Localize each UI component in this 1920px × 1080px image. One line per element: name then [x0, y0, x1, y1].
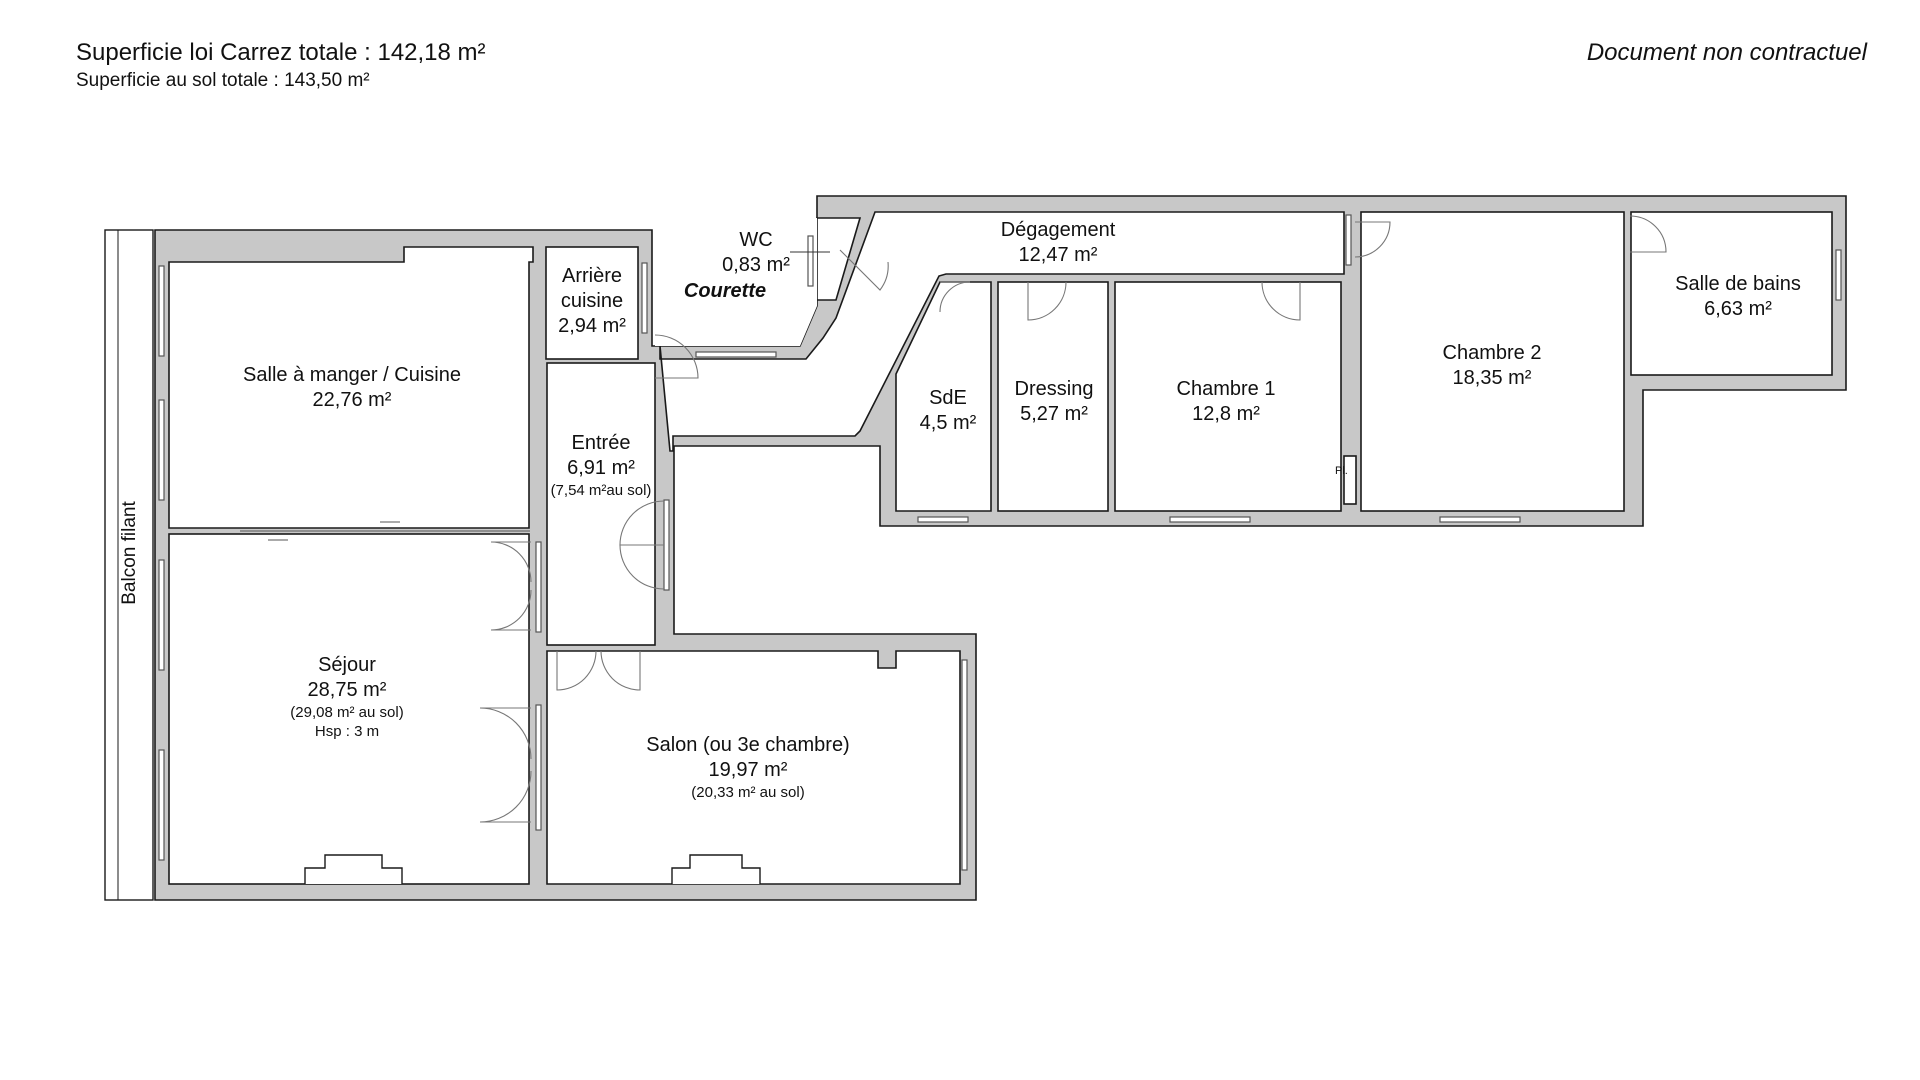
- disclaimer: Document non contractuel: [1586, 39, 1867, 66]
- room-chambre-2: [1360, 211, 1625, 512]
- label-salon: Salon (ou 3e chambre) 19,97 m² (20,33 m²…: [646, 734, 850, 801]
- label-salle-de-bains: Salle de bains 6,63 m²: [1675, 273, 1801, 320]
- windows: [158, 214, 1842, 871]
- room-salle-a-manger: [168, 246, 534, 529]
- room-chambre-1: [1114, 281, 1342, 512]
- label-arriere-cuisine: Arrière cuisine 2,94 m²: [558, 265, 626, 337]
- carrez-total: Superficie loi Carrez totale : 142,18 m²: [76, 39, 486, 66]
- label-entree: Entrée 6,91 m² (7,54 m²au sol): [550, 432, 652, 499]
- balcon-label: Balcon filant: [119, 501, 140, 605]
- label-chambre-2: Chambre 2 18,35 m²: [1442, 342, 1542, 389]
- room-dressing: [997, 281, 1109, 512]
- label-sde: SdE 4,5 m²: [919, 387, 977, 434]
- label-dressing: Dressing 5,27 m²: [1014, 378, 1094, 425]
- floor-total: Superficie au sol totale : 143,50 m²: [76, 70, 370, 91]
- room-sejour: [168, 533, 530, 885]
- label-degagement: Dégagement 12,47 m²: [1000, 219, 1116, 266]
- room-arriere-cuisine: [545, 246, 639, 360]
- fireplaces: [304, 854, 761, 884]
- label-sejour: Séjour 28,75 m² (29,08 m² au sol) Hsp : …: [290, 654, 404, 740]
- label-chambre-1: Chambre 1 12,8 m²: [1176, 378, 1276, 425]
- label-courette: Courette: [683, 280, 767, 302]
- room-degagement: [659, 211, 1345, 452]
- doors: [479, 215, 1667, 823]
- room-placard: [1343, 455, 1357, 505]
- room-sde: [895, 281, 992, 512]
- header: Superficie loi Carrez totale : 142,18 m²…: [76, 38, 486, 94]
- room-courette: [652, 218, 817, 346]
- label-salle-a-manger: Salle à manger / Cuisine 22,76 m²: [243, 364, 461, 411]
- placard-label: Pl.: [1335, 465, 1348, 477]
- sliding-door: [240, 521, 530, 541]
- balcony: [104, 229, 154, 901]
- room-entree: [546, 362, 656, 646]
- label-wc: WC 0,83 m²: [722, 229, 790, 276]
- room-salle-de-bains: [1630, 211, 1833, 376]
